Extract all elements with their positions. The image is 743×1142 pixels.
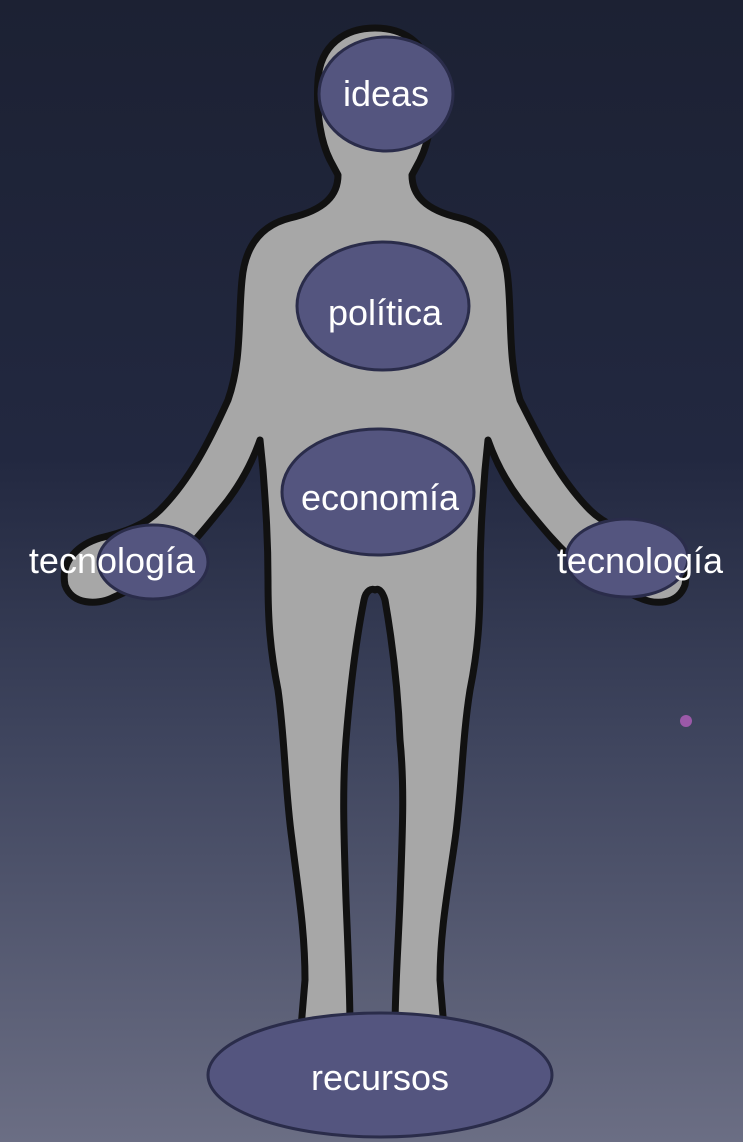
label-tecnologia-right: tecnología [557, 543, 723, 579]
label-recursos: recursos [311, 1060, 449, 1096]
label-economia: economía [301, 480, 459, 516]
label-ideas: ideas [343, 76, 429, 112]
label-tecnologia-left: tecnología [29, 543, 195, 579]
label-politica: política [328, 295, 442, 331]
bullet-dot [680, 715, 692, 727]
